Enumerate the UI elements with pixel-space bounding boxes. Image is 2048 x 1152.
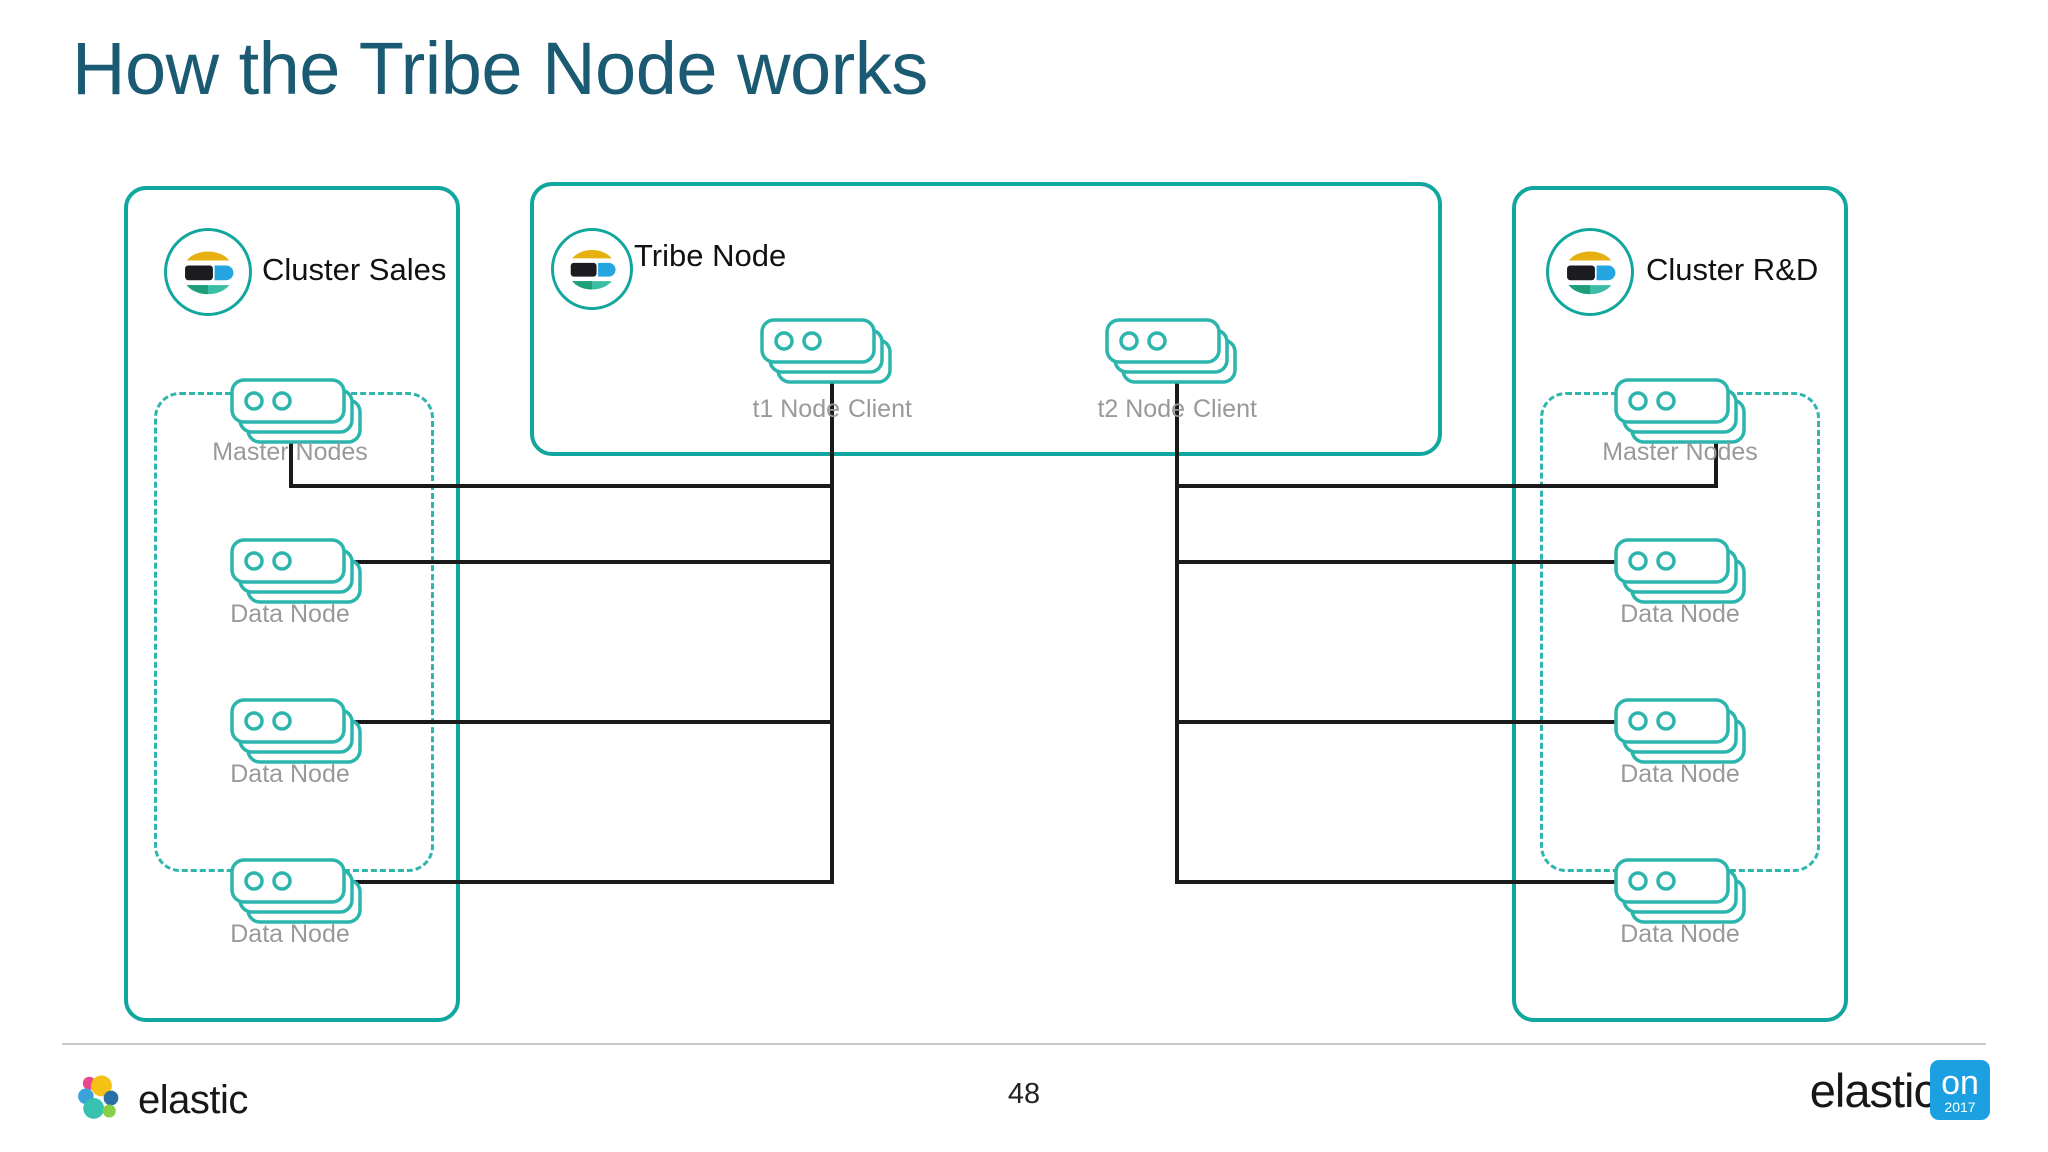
- node-label: Master Nodes: [212, 438, 368, 466]
- cluster-rnd-label: Cluster R&D: [1646, 252, 1819, 287]
- elasticon-badge-on: on: [1941, 1064, 1979, 1103]
- elastic-wordmark: elastic: [138, 1078, 248, 1122]
- node-stack: [230, 536, 362, 604]
- tribe-node-label: Tribe Node: [634, 238, 787, 273]
- node-label: Master Nodes: [1602, 438, 1758, 466]
- node-stack: [1614, 696, 1746, 764]
- cluster-sales-box: [124, 186, 460, 1022]
- cluster-sales-label: Cluster Sales: [262, 252, 447, 287]
- node-stack: [230, 696, 362, 764]
- elastic-flower-icon: [72, 1072, 124, 1129]
- node-stack: [1614, 856, 1746, 924]
- node-label: Data Node: [230, 600, 350, 628]
- tribe-client-name: t1 Node: [752, 395, 840, 423]
- node-stack: [230, 856, 362, 924]
- cluster-rnd-box: [1512, 186, 1848, 1022]
- elastic-logo-icon: [164, 228, 252, 316]
- elasticon-wordmark: elastic: [1809, 1063, 1937, 1117]
- tribe-node-box: [530, 182, 1442, 456]
- node-label: Data Node: [1620, 600, 1740, 628]
- page-number: 48: [1007, 1078, 1041, 1110]
- node-stack: [1614, 536, 1746, 604]
- elastic-logo-icon: [551, 228, 633, 310]
- tribe-client-role: Client: [1193, 395, 1257, 423]
- node-label: Data Node: [1620, 920, 1740, 948]
- elastic-logo-icon: [1546, 228, 1634, 316]
- elastic-brand-left: elastic: [72, 1072, 248, 1129]
- tribe-client-role: Client: [848, 395, 912, 423]
- tribe-client-node-stack: [1105, 316, 1237, 384]
- node-label: Data Node: [1620, 760, 1740, 788]
- elasticon-brand-right: elastic on 2017: [1810, 1060, 1990, 1120]
- node-stack: [230, 376, 362, 444]
- page-title: How the Tribe Node works: [72, 27, 928, 110]
- node-label: Data Node: [230, 760, 350, 788]
- node-label: Data Node: [230, 920, 350, 948]
- node-stack: [1614, 376, 1746, 444]
- tribe-client-name: t2 Node: [1097, 395, 1185, 423]
- footer-divider: [62, 1043, 1986, 1045]
- tribe-client-node-stack: [760, 316, 892, 384]
- elasticon-badge-year: 2017: [1944, 1098, 1976, 1115]
- elasticon-badge: on 2017: [1930, 1060, 1990, 1120]
